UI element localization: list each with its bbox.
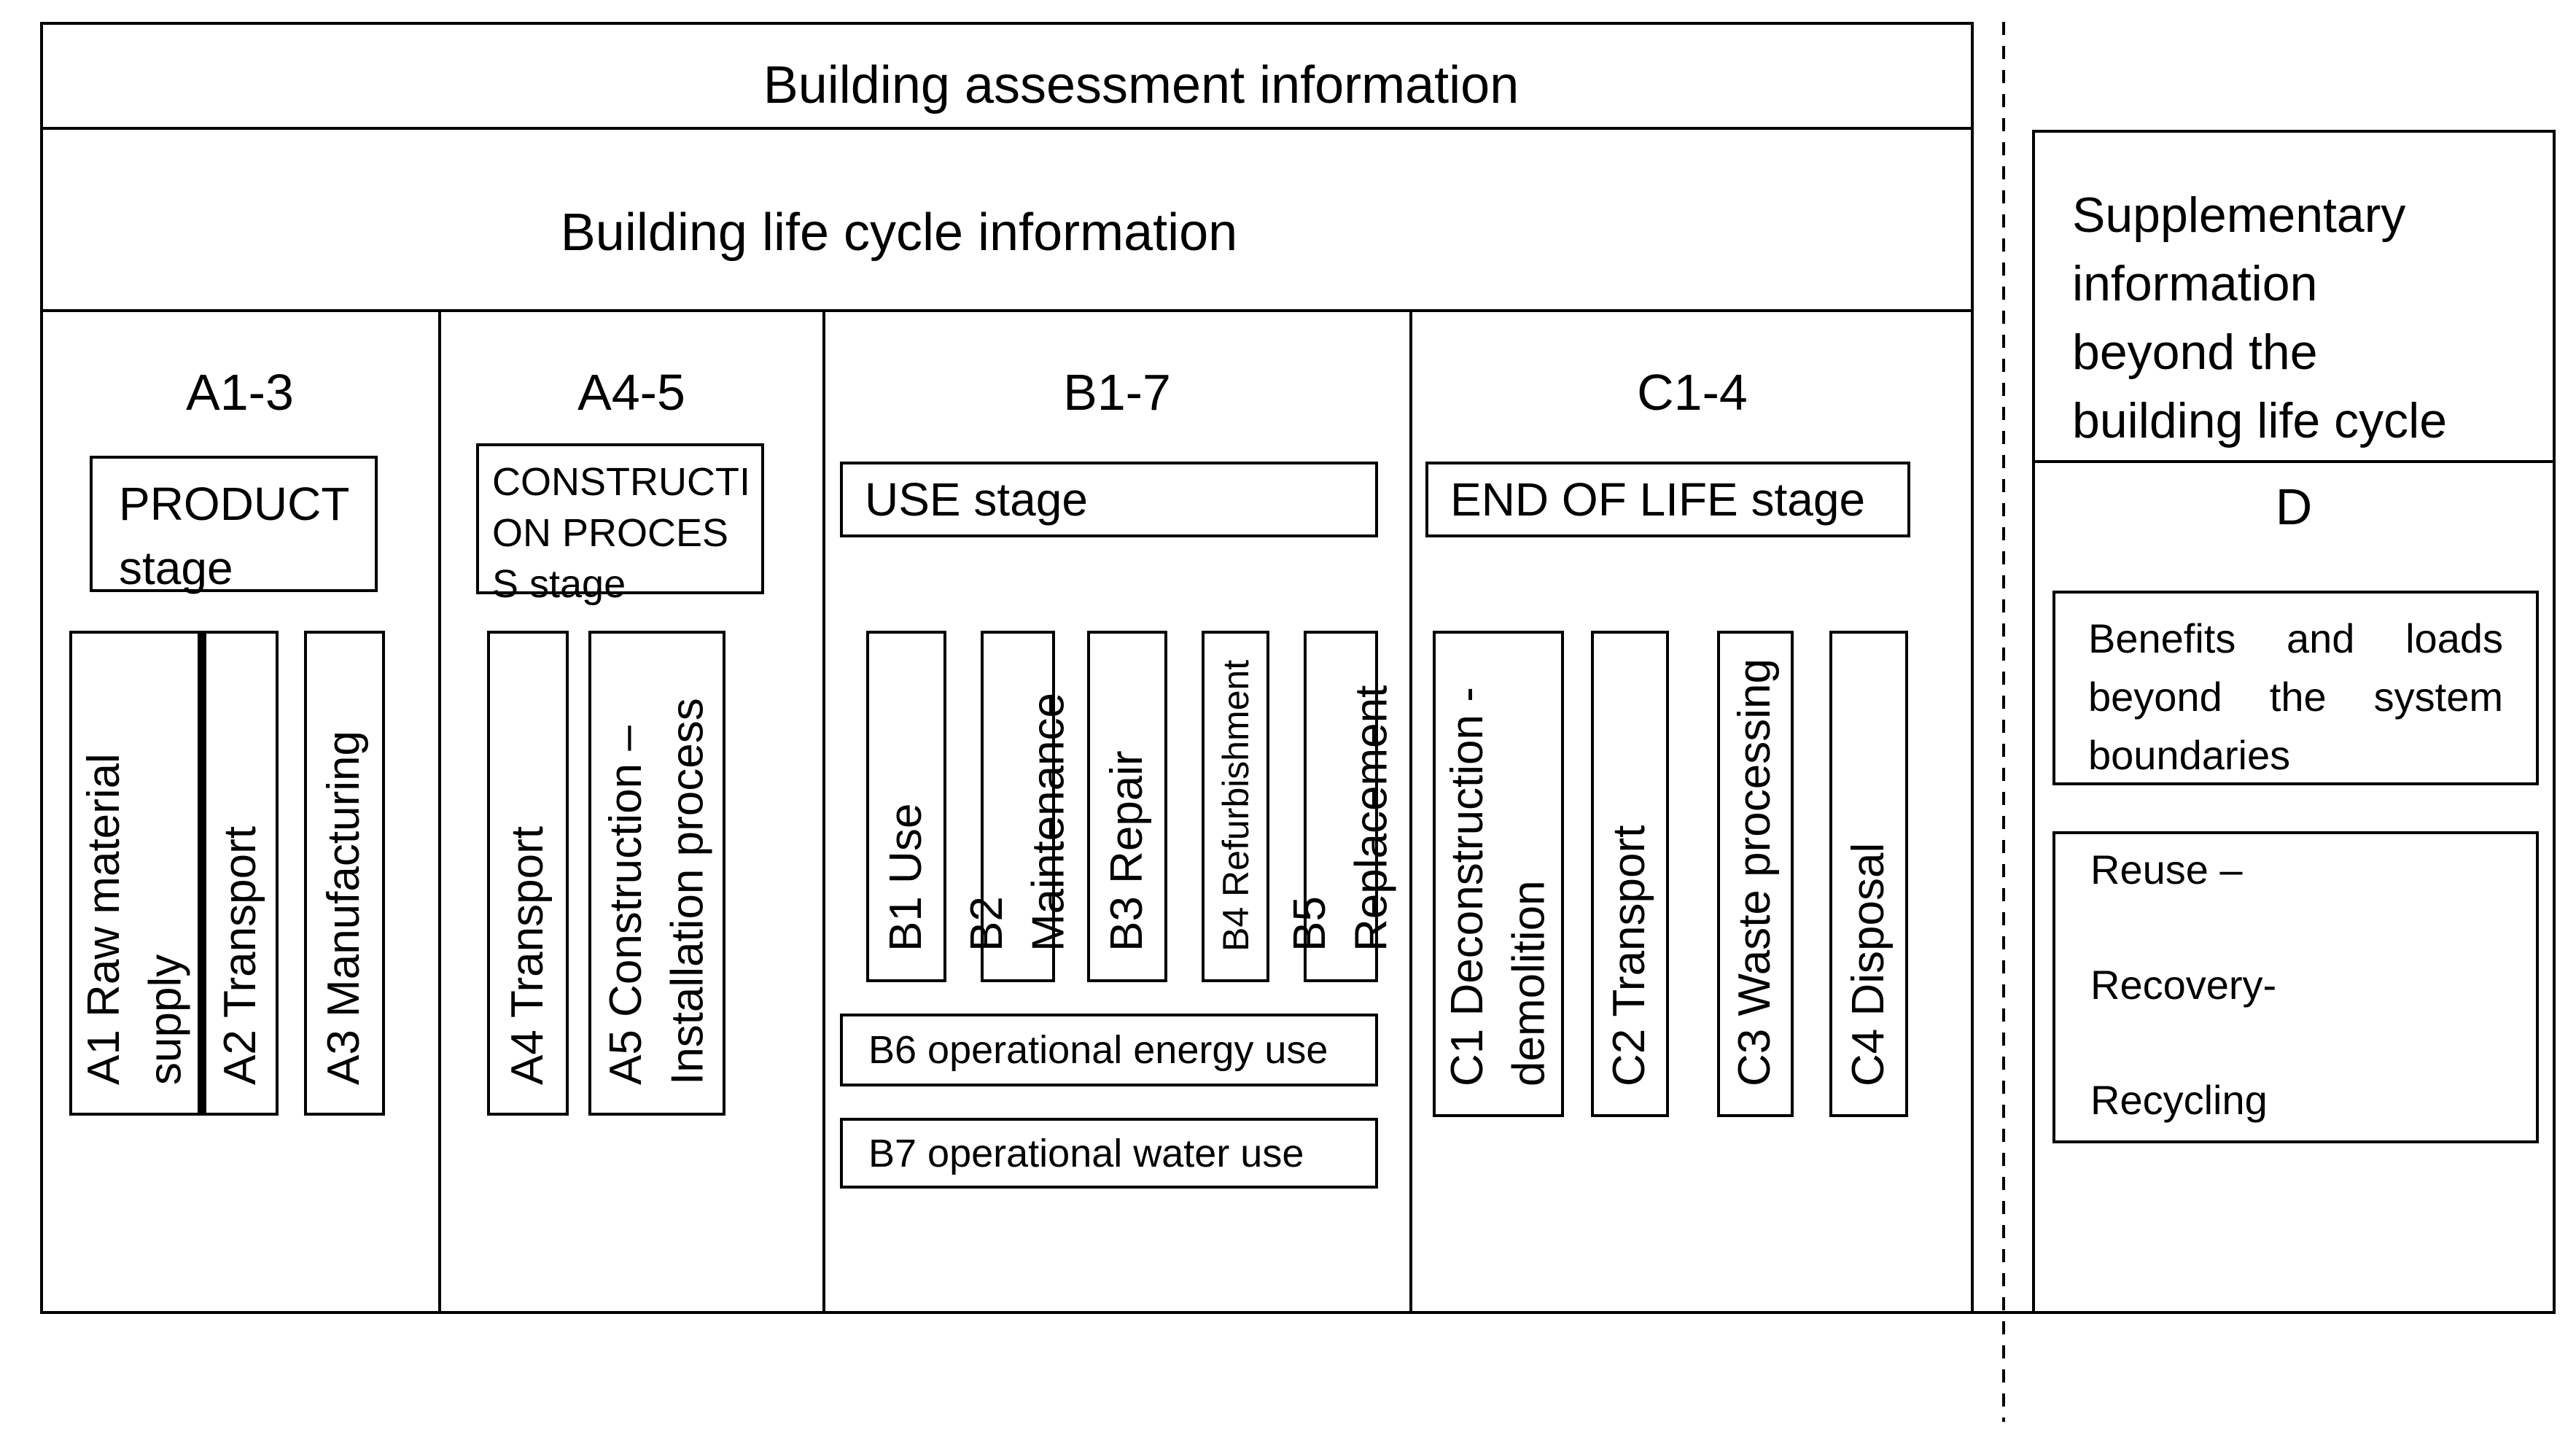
column-header-a13: A1-3 <box>186 364 294 421</box>
construction-process-stage-label: CONSTRUCTION PROCESS stage <box>492 460 750 606</box>
divider-under-lifecycle-band <box>40 309 1974 312</box>
module-label-c1: C1 Deconstruction - demolition <box>1441 687 1554 1086</box>
column-divider-a45-b17 <box>822 312 825 1314</box>
module-label-a1: A1 Raw material supply <box>78 753 190 1085</box>
benefits-and-loads-box: Benefits and loads beyond the system bou… <box>2052 591 2539 785</box>
product-stage-label: PRODUCT stage <box>119 478 349 594</box>
module-box-c3: C3 Waste processing <box>1717 631 1794 1117</box>
module-box-c2: C2 Transport <box>1591 631 1669 1117</box>
recycling-label: Recycling <box>2090 1077 2268 1123</box>
module-label-b3: B3 Repair <box>1101 750 1152 952</box>
module-box-a2: A2 Transport <box>202 631 279 1116</box>
module-label-b2: B2 Maintenance <box>961 692 1073 952</box>
supplementary-panel-title: Supplementary information beyond the bui… <box>2072 187 2448 448</box>
benefits-and-loads-label: Benefits and loads beyond the system bou… <box>2088 615 2503 778</box>
construction-process-stage-box: CONSTRUCTION PROCESS stage <box>476 443 764 606</box>
module-label-a2: A2 Transport <box>215 826 266 1085</box>
module-box-b2: B2 Maintenance <box>962 631 1073 982</box>
use-stage-label: USE stage <box>865 473 1088 526</box>
module-label-b5: B5 Replacement <box>1284 685 1396 952</box>
module-box-b7: B7 operational water use <box>840 1118 1378 1189</box>
reuse-recovery-recycling-box: Reuse – Recovery- Recycling <box>2052 831 2539 1143</box>
module-label-b4: B4 Refurbishment <box>1215 659 1256 952</box>
product-stage-box: PRODUCT stage <box>90 456 378 594</box>
module-label-c3: C3 Waste processing <box>1729 658 1781 1086</box>
section-header-d: D <box>2275 478 2313 535</box>
column-header-b17: B1-7 <box>1063 364 1171 421</box>
module-label-c4: C4 Disposal <box>1842 842 1894 1086</box>
module-box-b1: B1 Use <box>866 631 946 982</box>
module-label-c2: C2 Transport <box>1604 825 1655 1086</box>
module-label-a4: A4 Transport <box>502 826 553 1085</box>
end-of-life-stage-label: END OF LIFE stage <box>1450 473 1866 526</box>
bottom-connector-line <box>1974 1311 2035 1314</box>
banner-building-assessment-information: Building assessment information <box>763 56 1519 114</box>
divider-under-supplementary-title <box>2032 460 2556 463</box>
column-divider-a13-a45 <box>438 312 441 1314</box>
column-header-c14: C1-4 <box>1637 364 1748 421</box>
divider-under-assessment-band <box>40 127 1974 130</box>
module-box-b3: B3 Repair <box>1087 631 1167 982</box>
module-label-b7: B7 operational water use <box>868 1131 1304 1175</box>
module-box-a3: A3 Manufacturing <box>304 631 385 1116</box>
module-box-b5: B5 Replacement <box>1285 631 1396 982</box>
module-label-a5: A5 Construction – Installation process <box>600 698 712 1085</box>
module-label-b6: B6 operational energy use <box>868 1028 1328 1072</box>
module-box-c4: C4 Disposal <box>1829 631 1908 1117</box>
module-box-a4: A4 Transport <box>487 631 569 1116</box>
column-header-a45: A4-5 <box>577 364 685 421</box>
reuse-label: Reuse – <box>2090 847 2243 892</box>
module-box-b4: B4 Refurbishment <box>1202 631 1269 982</box>
column-divider-b17-c14 <box>1409 312 1412 1314</box>
end-of-life-stage-box: END OF LIFE stage <box>1425 462 1910 537</box>
module-label-b1: B1 Use <box>880 803 931 952</box>
module-box-b6: B6 operational energy use <box>840 1014 1378 1086</box>
use-stage-box: USE stage <box>840 462 1378 537</box>
recovery-label: Recovery- <box>2090 962 2277 1008</box>
module-box-a1: A1 Raw material supply <box>69 631 202 1116</box>
module-box-c1: C1 Deconstruction - demolition <box>1433 631 1564 1117</box>
system-boundary-dashed-line <box>2002 22 2005 1422</box>
banner-building-life-cycle-information: Building life cycle information <box>560 203 1238 262</box>
module-label-a3: A3 Manufacturing <box>319 731 370 1085</box>
module-box-a5: A5 Construction – Installation process <box>588 631 725 1116</box>
